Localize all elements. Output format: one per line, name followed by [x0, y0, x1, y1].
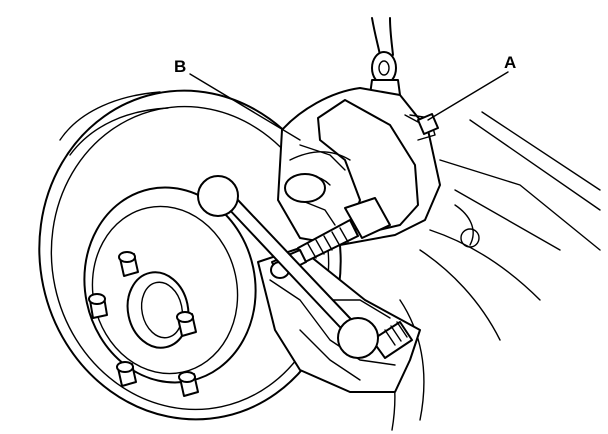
wheel-studs — [88, 251, 199, 397]
t-handle-bar — [197, 175, 379, 359]
callout-a-label: A — [504, 53, 516, 72]
caliper-body — [277, 87, 441, 246]
caliper-bolt — [404, 113, 439, 135]
suspension-lines — [379, 111, 601, 431]
guide-pin-bolt — [371, 321, 413, 359]
piston-compressor-tool — [270, 197, 391, 279]
callout-b-label: B — [174, 57, 186, 76]
wheel-hub — [126, 271, 190, 349]
callout-leaders — [189, 71, 509, 141]
brake-disc — [38, 89, 342, 421]
